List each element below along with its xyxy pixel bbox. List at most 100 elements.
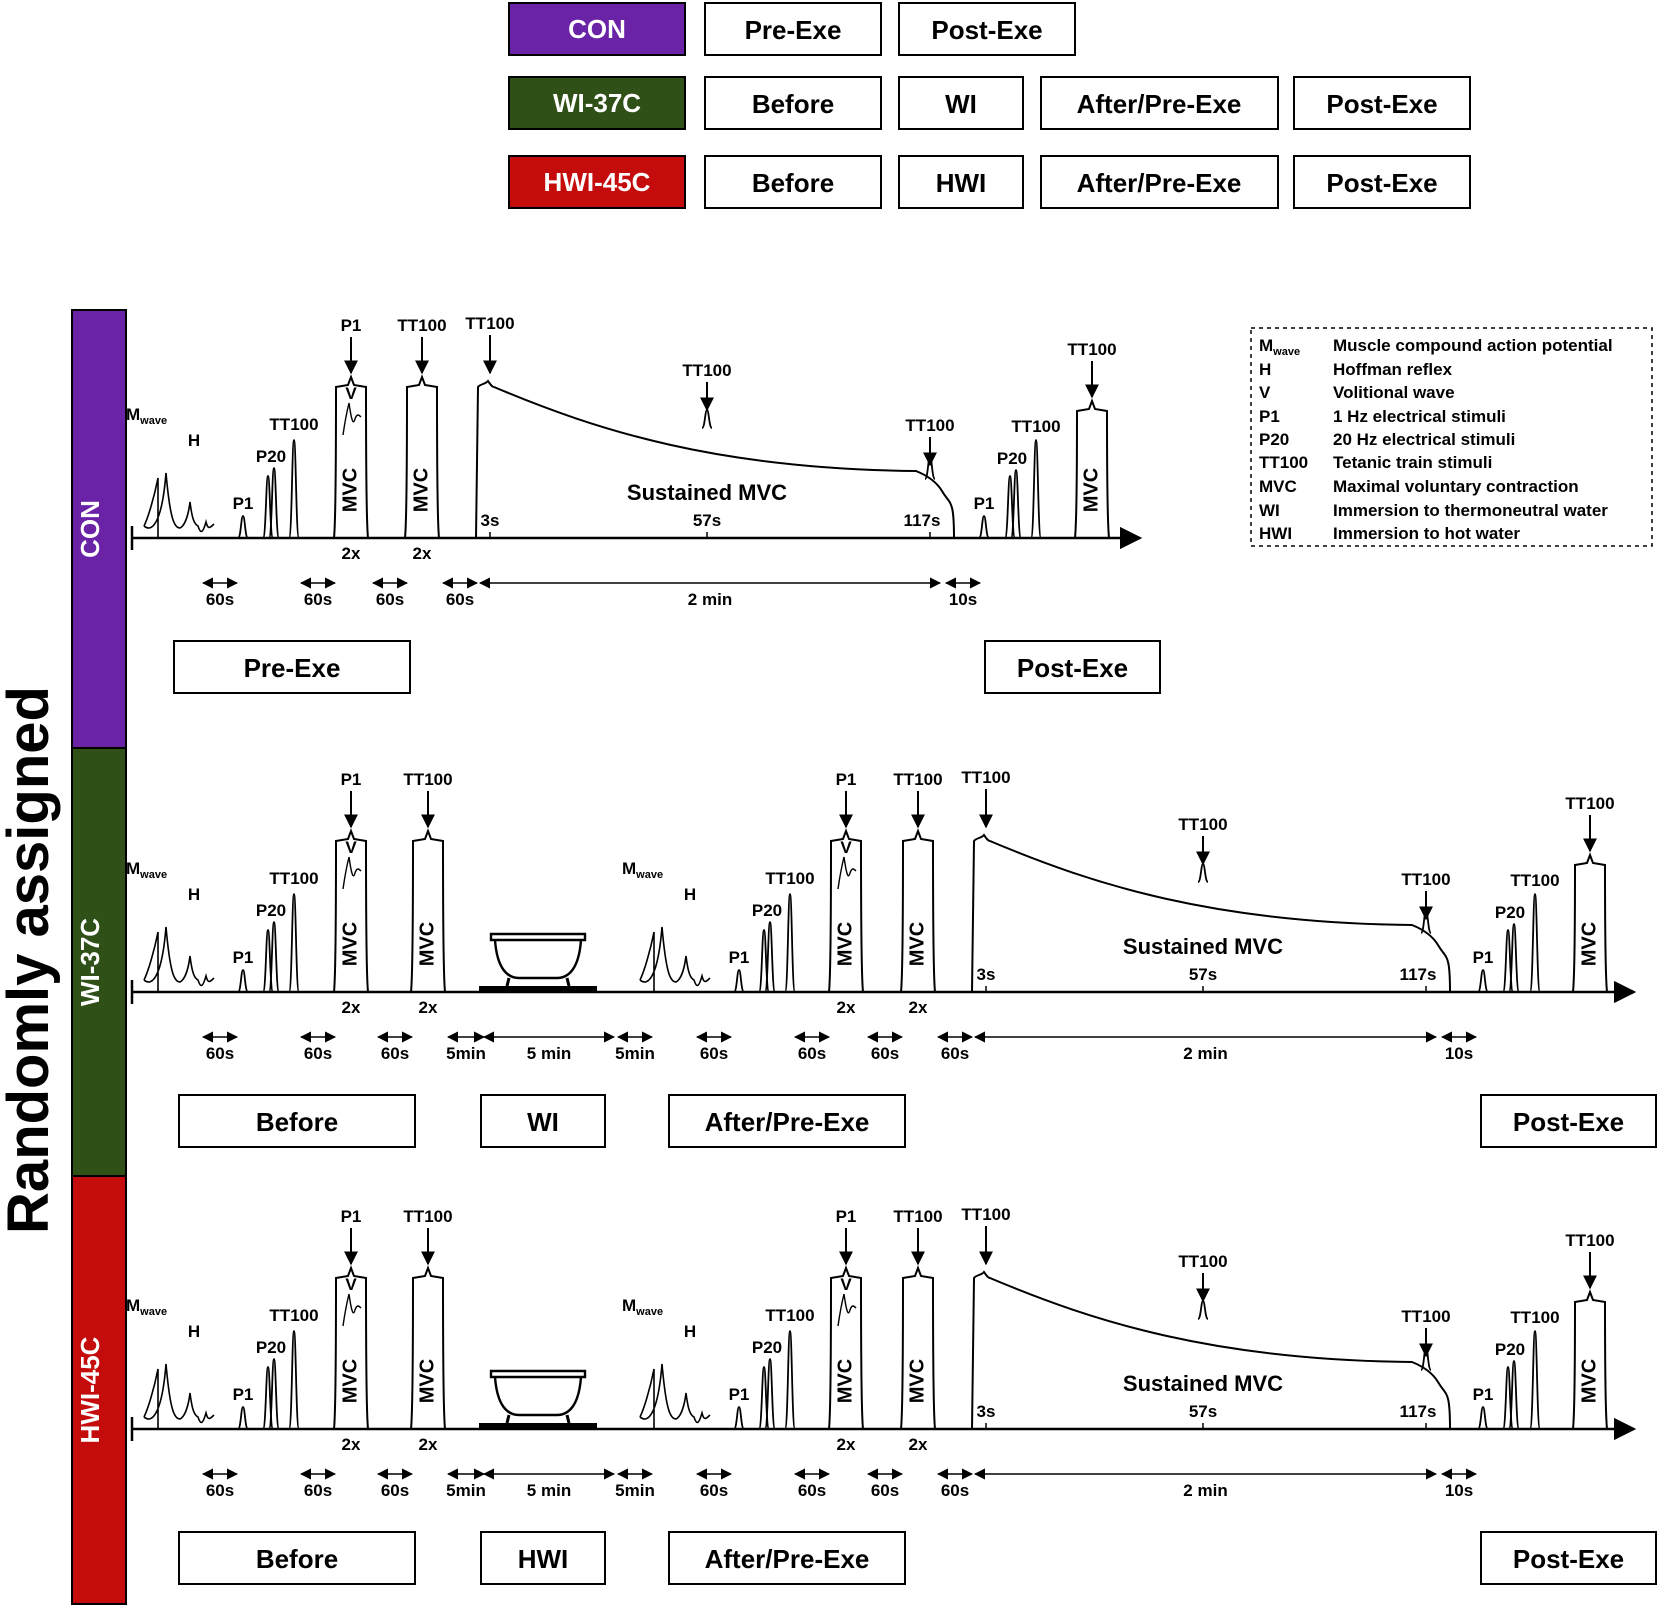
p1-label: P1	[233, 948, 254, 967]
phase-label: Before	[256, 1107, 338, 1137]
mvc-block: MVC TT100	[1565, 794, 1615, 993]
legend-desc: Immersion to thermoneutral water	[1333, 501, 1608, 520]
bathtub-outline	[489, 1369, 587, 1417]
time-3s: 3s	[977, 965, 996, 984]
p1-label: P1	[1473, 1385, 1494, 1404]
panel-wi: MwaveHP1P20TT100MVCVP12xMVCTT1002xMwaveH…	[126, 768, 1657, 1148]
mvc-stim-label: TT100	[1565, 794, 1614, 813]
legend-desc: Muscle compound action potential	[1333, 336, 1613, 355]
mvc-stim-label: TT100	[893, 770, 942, 789]
legend-desc: 1 Hz electrical stimuli	[1333, 407, 1506, 426]
header-hwi-step-3-label: After/Pre-Exe	[1077, 168, 1242, 198]
p20-pulse	[764, 1358, 776, 1430]
duration-marker: 60s	[866, 1031, 904, 1063]
sustained-mid-label: TT100	[682, 361, 731, 380]
header-group-hwi-label: HWI-45C	[544, 167, 651, 197]
phase-box	[668, 1094, 906, 1148]
legend-desc: Volitional wave	[1333, 383, 1455, 402]
p20-pulse	[268, 921, 280, 993]
m-wave-path	[143, 1363, 215, 1429]
mvc-label: MVC	[410, 468, 432, 512]
mvc-repeat-label: 2x	[419, 998, 438, 1017]
mvc-outline	[900, 828, 936, 993]
tt100-label: TT100	[765, 869, 814, 888]
mvc-stim-label: P1	[836, 1207, 857, 1226]
duration-label: 60s	[381, 1044, 409, 1063]
phase-label: Post-Exe	[1513, 1544, 1624, 1574]
header-group-con-label: CON	[568, 14, 626, 44]
m-wave-path	[143, 472, 215, 538]
legend-item: P1 1 Hz electrical stimuli	[1259, 407, 1506, 426]
tt100-pulse	[784, 1330, 796, 1430]
duration-marker: 5 min	[482, 1468, 616, 1500]
time-57s: 57s	[1189, 1402, 1217, 1421]
tt100-pulse	[288, 1330, 300, 1430]
duration-marker: 60s	[695, 1031, 733, 1063]
header-hwi-step-1-label: Before	[752, 168, 834, 198]
mvc-label: MVC	[1080, 468, 1102, 512]
header-table: CON Pre-Exe Post-Exe WI-37C Before WI Af…	[508, 2, 1471, 209]
legend-abbr: H	[1259, 360, 1271, 379]
mvc-label: MVC	[1578, 922, 1600, 966]
p20-label: P20	[256, 1338, 286, 1357]
p1-label: P1	[233, 494, 254, 513]
phase-label: Post-Exe	[1017, 653, 1128, 683]
p20-pulse	[268, 467, 280, 539]
legend-desc: Hoffman reflex	[1333, 360, 1453, 379]
duration-label: 60s	[871, 1481, 899, 1500]
mvc-repeat-label: 2x	[419, 1435, 438, 1454]
header-hwi-step-1	[704, 155, 882, 209]
p20-pulse	[1508, 923, 1520, 993]
header-wi-step-3	[1040, 76, 1279, 130]
legend-item: MVC Maximal voluntary contraction	[1259, 477, 1579, 496]
duration-label: 60s	[941, 1481, 969, 1500]
tt100-pulse	[1197, 1300, 1209, 1320]
duration-label: 60s	[376, 590, 404, 609]
mvc-outline	[828, 1265, 864, 1430]
header-con-step-2	[898, 2, 1076, 56]
m-wave-label: Mwave	[622, 859, 663, 881]
duration-marker: 5min	[446, 1031, 486, 1063]
sustained-label: Sustained MVC	[1123, 934, 1283, 959]
header-wi-step-3-label: After/Pre-Exe	[1077, 89, 1242, 119]
p1-label: P1	[1473, 948, 1494, 967]
mvc-stim-label: TT100	[403, 1207, 452, 1226]
header-wi-step-1-label: Before	[752, 89, 834, 119]
phase-box	[173, 640, 411, 694]
phase-box	[1480, 1094, 1657, 1148]
mvc-outline	[1572, 852, 1608, 993]
m-wave-path	[639, 1363, 711, 1429]
legend-abbr: TT100	[1259, 453, 1308, 472]
mvc-label: MVC	[339, 468, 361, 512]
header-group-con	[508, 2, 686, 56]
m-wave-label: Mwave	[126, 405, 167, 427]
duration-marker: 5 min	[482, 1031, 616, 1063]
duration-marker: 5min	[615, 1468, 655, 1500]
duration-marker: 10s	[944, 577, 982, 609]
duration-label: 60s	[700, 1044, 728, 1063]
p1-pulse	[237, 969, 249, 993]
legend-desc: 20 Hz electrical stimuli	[1333, 430, 1515, 449]
panels: MwaveHP1P20TT100MVCVP12xMVCTT1002xTT100T…	[126, 314, 1657, 1585]
phase-label: HWI	[518, 1544, 569, 1574]
m-wave-path	[639, 926, 711, 992]
legend-abbr: V	[1259, 383, 1271, 402]
tt100-label: TT100	[1510, 871, 1559, 890]
duration-marker: 60s	[793, 1031, 831, 1063]
sustained-start-label: TT100	[465, 314, 514, 333]
header-wi-step-1	[704, 76, 882, 130]
legend-item: HWI Immersion to hot water	[1259, 524, 1520, 543]
v-wave-path	[342, 1293, 362, 1327]
tt100-label: TT100	[269, 1306, 318, 1325]
duration-marker: 60s	[936, 1031, 974, 1063]
header-wi-step-2-label: WI	[945, 89, 977, 119]
p1-pulse	[978, 515, 990, 539]
duration-label: 60s	[304, 590, 332, 609]
